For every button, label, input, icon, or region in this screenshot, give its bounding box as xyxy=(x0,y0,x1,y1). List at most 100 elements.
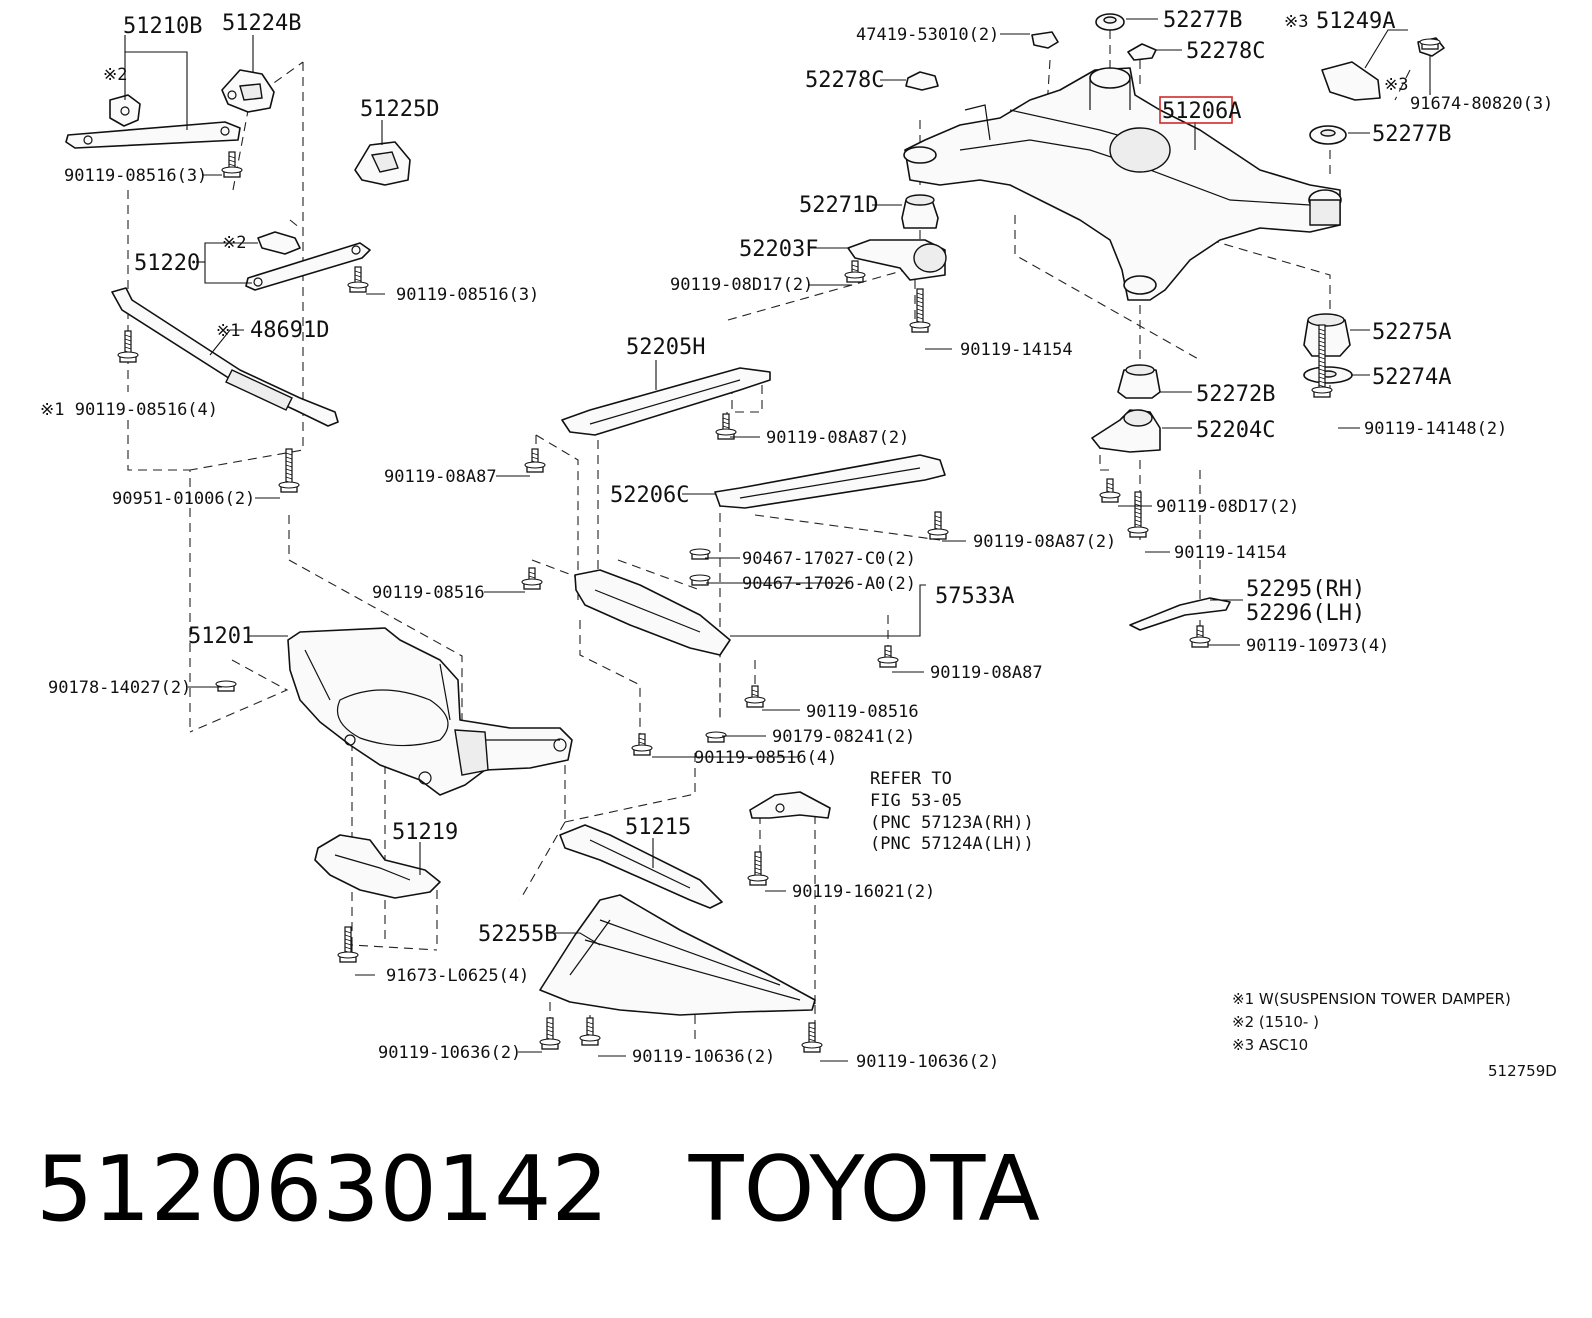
label-52204C: 52204C xyxy=(1196,418,1275,443)
note-2: ※2 (1510- ) xyxy=(1232,1013,1319,1031)
bolt-icon xyxy=(337,926,359,963)
part-52275A-bushing xyxy=(1303,313,1351,357)
bolt-icon xyxy=(1127,491,1149,538)
label-51219: 51219 xyxy=(392,820,458,845)
part-52274A-washer xyxy=(1303,366,1353,384)
bolt-icon xyxy=(909,288,931,333)
label-52255B: 52255B xyxy=(478,922,557,947)
bolt-icon xyxy=(927,511,949,540)
label-90119-10973-4: 90119-10973(4) xyxy=(1246,636,1389,656)
label-51206A[interactable]: 51206A xyxy=(1162,99,1241,124)
label-note2-a: ※2 xyxy=(103,65,127,85)
bolt-icon xyxy=(1099,478,1121,503)
label-52277B-right: 52277B xyxy=(1372,122,1451,147)
label-52296-lh: 52296(LH) xyxy=(1246,601,1365,626)
label-refer-pnc-rh: (PNC 57123A(RH)) xyxy=(870,813,1034,833)
part-52206C-brace xyxy=(714,454,946,509)
label-52277B-top: 52277B xyxy=(1163,8,1242,33)
bolt-icon xyxy=(1189,625,1211,648)
label-90119-08A87-a: 90119-08A87 xyxy=(384,467,497,487)
label-52274A: 52274A xyxy=(1372,365,1451,390)
part-51224B-bracket xyxy=(221,69,275,113)
label-90119-08A87-b: 90119-08A87 xyxy=(930,663,1043,683)
label-90467-17026: 90467-17026-A0(2) xyxy=(742,574,916,594)
label-47419-53010-2: 47419-53010(2) xyxy=(856,25,999,45)
label-52206C: 52206C xyxy=(610,483,689,508)
label-52278C-left: 52278C xyxy=(805,68,884,93)
bolt-icon xyxy=(1311,324,1333,398)
bolt-icon xyxy=(801,1022,823,1053)
label-90119-14148-2: 90119-14148(2) xyxy=(1364,419,1507,439)
label-90119-08A87-2-a: 90119-08A87(2) xyxy=(766,428,909,448)
label-91673-L0625-4: 91673-L0625(4) xyxy=(386,966,529,986)
label-52295-rh: 52295(RH) xyxy=(1246,577,1365,602)
part-52205H-brace xyxy=(561,367,771,436)
part-refer-bracket xyxy=(749,791,831,819)
label-90119-14154-a: 90119-14154 xyxy=(960,340,1073,360)
part-52278C-right xyxy=(1127,43,1157,61)
label-52272B: 52272B xyxy=(1196,382,1275,407)
part-52295-plate xyxy=(1129,597,1231,631)
label-51210B: 51210B xyxy=(123,14,202,39)
part-51206A-rear-member xyxy=(903,67,1342,301)
part-52278C-left xyxy=(905,71,939,91)
bolt-icon xyxy=(705,731,727,743)
label-90119-10636-2-c: 90119-10636(2) xyxy=(856,1052,999,1072)
label-90119-08516-3-b: 90119-08516(3) xyxy=(396,285,539,305)
part-52255B-under-cover xyxy=(539,894,816,1016)
label-refer-to: REFER TO xyxy=(870,769,952,789)
label-90467-17027: 90467-17027-C0(2) xyxy=(742,549,916,569)
bolt-icon xyxy=(579,1017,601,1046)
bolt-icon xyxy=(1419,38,1441,50)
label-refer-pnc-lh: (PNC 57124A(LH)) xyxy=(870,834,1034,854)
part-52203F-stopper xyxy=(847,239,947,281)
part-52277B-top xyxy=(1095,13,1125,31)
label-note3-b: ※3 xyxy=(1384,75,1408,95)
label-57533A: 57533A xyxy=(935,584,1014,609)
bolt-icon xyxy=(524,448,546,473)
label-90119-08516-4-b: 90119-08516(4) xyxy=(694,748,837,768)
part-52271D-bushing xyxy=(901,194,939,229)
label-90119-08516-b: 90119-08516 xyxy=(806,702,919,722)
leader-lines xyxy=(124,18,1431,1062)
bolt-icon xyxy=(221,151,243,178)
part-52277B-right xyxy=(1309,125,1347,145)
fasteners xyxy=(117,38,1441,1053)
label-90119-08516-3-a: 90119-08516(3) xyxy=(64,166,207,186)
bolt-icon xyxy=(215,680,237,692)
bolt-icon xyxy=(747,851,769,886)
part-clip-note2 xyxy=(109,94,141,127)
part-57533A-reinforcement xyxy=(574,569,731,656)
parts-artwork xyxy=(65,13,1445,1016)
label-52275A: 52275A xyxy=(1372,320,1451,345)
label-90119-08D17-2-b: 90119-08D17(2) xyxy=(1156,497,1299,517)
legend-notes: ※1 W(SUSPENSION TOWER DAMPER) ※2 (1510- … xyxy=(1232,990,1557,1080)
label-note1-a: ※1 xyxy=(216,321,240,341)
bolt-icon xyxy=(689,574,711,586)
part-51201-front-member xyxy=(287,627,573,796)
part-labels: 51210B 51224B ※2 90119-08516(3) 51225D 5… xyxy=(40,8,1553,1072)
label-51224B: 51224B xyxy=(222,11,301,36)
label-51215: 51215 xyxy=(625,815,691,840)
label-51249A: 51249A xyxy=(1316,9,1395,34)
label-90951-01006-2: 90951-01006(2) xyxy=(112,489,255,509)
bolt-icon xyxy=(117,330,139,363)
label-90179-08241-2: 90179-08241(2) xyxy=(772,727,915,747)
footer-brand: TOYOTA xyxy=(688,1137,1040,1242)
bolt-icon xyxy=(521,567,543,590)
part-51215-brace xyxy=(559,824,723,909)
label-note2-b: ※2 xyxy=(222,233,246,253)
label-51201: 51201 xyxy=(188,624,254,649)
label-90178-14027-2: 90178-14027(2) xyxy=(48,678,191,698)
bolt-icon xyxy=(347,266,369,293)
label-52203F: 52203F xyxy=(739,237,818,262)
label-90119-08516-4-a: ※1 90119-08516(4) xyxy=(40,400,218,420)
part-47419-clip xyxy=(1031,31,1059,49)
label-90119-10636-2-b: 90119-10636(2) xyxy=(632,1047,775,1067)
label-90119-08516-a: 90119-08516 xyxy=(372,583,485,603)
part-52204C-stopper xyxy=(1091,409,1161,453)
label-90119-14154-b: 90119-14154 xyxy=(1174,543,1287,563)
note-3: ※3 ASC10 xyxy=(1232,1036,1308,1054)
label-48691D: 48691D xyxy=(250,318,329,343)
